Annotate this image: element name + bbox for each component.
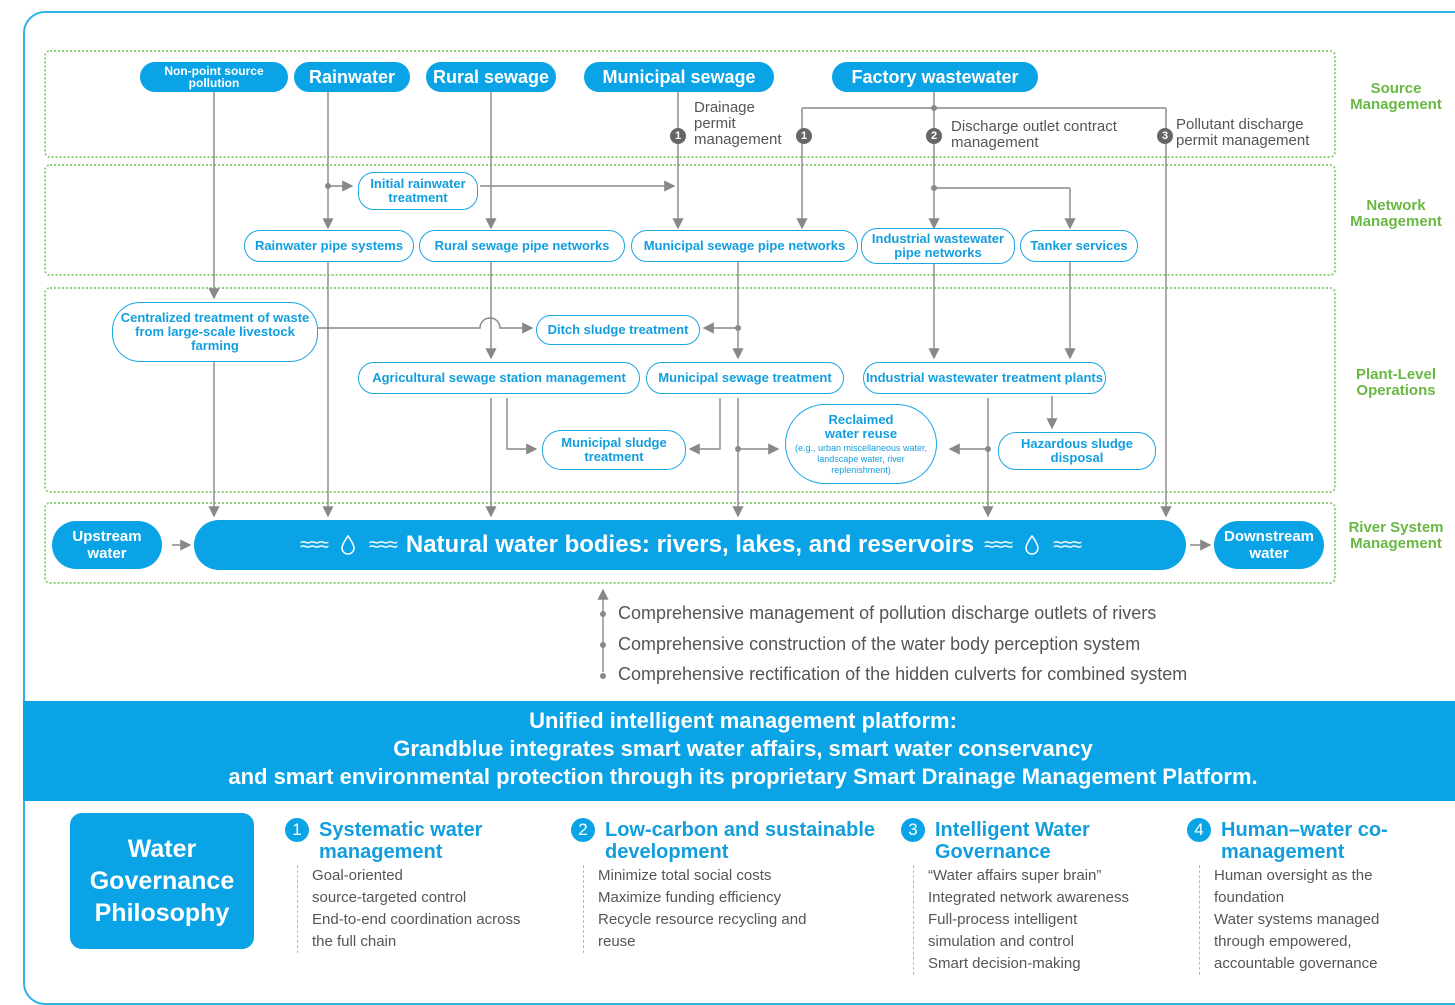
municipal-sewage-pipe-networks: Municipal sewage pipe networks [631, 230, 858, 262]
annotation-discharge-outlet: Discharge outlet contract management [951, 118, 1117, 151]
point: Human oversight as the [1214, 867, 1373, 884]
zone-label-source: Source Management [1350, 80, 1442, 113]
source-factory-wastewater: Factory wastewater [832, 62, 1038, 92]
industrial-wastewater-plants: Industrial wastewater treatment plants [863, 362, 1106, 394]
badge-1a: 1 [670, 128, 686, 144]
bullet-item: Comprehensive construction of the water … [618, 634, 1141, 654]
point: accountable governance [1214, 955, 1378, 972]
number-badge: 1 [285, 818, 309, 842]
platform-line-1: Unified intelligent management platform: [529, 708, 957, 733]
philosophy-title: Low-carbon and sustainable development [605, 819, 876, 863]
zone-source [44, 50, 1336, 158]
zone-river [44, 502, 1336, 584]
point: source-targeted control [312, 889, 467, 906]
water-governance-philosophy: Water Governance Philosophy [70, 813, 254, 949]
philosophy-points: “Water affairs super brain” Integrated n… [913, 865, 1129, 975]
natural-water-bodies: ≈≈≈ ≈≈≈ Natural water bodies: rivers, la… [194, 520, 1186, 570]
philosophy-title: Systematic water management [319, 819, 483, 863]
annotation-drainage-permit: Drainage permit management [694, 99, 782, 148]
point: Full-process intelligent [928, 911, 1078, 928]
hazardous-sludge-disposal: Hazardous sludge disposal [998, 432, 1156, 470]
point: Minimize total social costs [598, 867, 772, 884]
ditch-sludge-treatment: Ditch sludge treatment [536, 315, 700, 345]
municipal-sewage-treatment: Municipal sewage treatment [646, 362, 844, 394]
point: Integrated network awareness [928, 889, 1129, 906]
point: foundation [1214, 889, 1285, 906]
badge-3: 3 [1157, 128, 1173, 144]
number-badge: 4 [1187, 818, 1211, 842]
zone-label-network: Network Management [1350, 197, 1442, 230]
point: through empowered, [1214, 933, 1352, 950]
philosophy-points: Goal-oriented source-targeted control En… [297, 865, 520, 953]
rainwater-pipe-systems: Rainwater pipe systems [244, 230, 414, 262]
water-drop-icon [1025, 535, 1039, 555]
industrial-wastewater-pipe-networks: Industrial wastewater pipe networks [861, 228, 1015, 264]
zone-label-plant: Plant-Level Operations [1355, 366, 1437, 399]
municipal-sludge-treatment: Municipal sludge treatment [542, 430, 686, 470]
point: simulation and control [928, 933, 1074, 950]
livestock-waste-treatment: Centralized treatment of waste from larg… [112, 302, 318, 362]
source-municipal-sewage: Municipal sewage [584, 62, 774, 92]
reclaimed-water-reuse: Reclaimed water reuse (e.g., urban misce… [785, 404, 937, 484]
source-rainwater: Rainwater [294, 62, 410, 92]
point: Water systems managed [1214, 911, 1380, 928]
upstream-water: Upstream water [52, 521, 162, 569]
wave-icon: ≈≈≈ [299, 533, 329, 556]
river-title: Natural water bodies: rivers, lakes, and… [405, 531, 975, 558]
platform-line-3: and smart environmental protection throu… [228, 764, 1258, 789]
philosophy-points: Human oversight as the foundation Water … [1199, 865, 1379, 975]
reclaimed-title: Reclaimed water reuse [824, 411, 898, 441]
point: Smart decision-making [928, 955, 1081, 972]
source-nonpoint: Non-point source pollution [140, 62, 288, 92]
number-badge: 2 [571, 818, 595, 842]
initial-rainwater-treatment: Initial rainwater treatment [358, 172, 478, 210]
point: the full chain [312, 933, 397, 950]
bullet-item: Comprehensive rectification of the hidde… [618, 664, 1188, 684]
point: “Water affairs super brain” [928, 867, 1102, 884]
zone-plant [44, 287, 1336, 493]
point: reuse [598, 933, 636, 950]
point: Recycle resource recycling and [598, 911, 807, 928]
point: End-to-end coordination across [312, 911, 521, 928]
badge-1b: 1 [796, 128, 812, 144]
wave-icon: ≈≈≈ [368, 533, 398, 556]
zone-label-river: River System Management [1348, 519, 1444, 552]
wave-icon: ≈≈≈ [1053, 533, 1082, 556]
number-badge: 3 [901, 818, 925, 842]
platform-line-2: Grandblue integrates smart water affairs… [393, 736, 1093, 761]
philosophy-title: Human–water co-management [1221, 819, 1388, 863]
reclaimed-note: (e.g., urban miscellaneous water, landsc… [794, 442, 928, 475]
flow-connectors [172, 92, 1212, 679]
point: Goal-oriented [312, 867, 403, 884]
source-rural-sewage: Rural sewage [426, 62, 556, 92]
philosophy-points: Minimize total social costs Maximize fun… [583, 865, 806, 953]
water-drop-icon [341, 535, 355, 555]
downstream-water: Downstream water [1214, 521, 1324, 569]
bullet-item: Comprehensive management of pollution di… [618, 603, 1157, 623]
philosophy-title: Intelligent Water Governance [935, 819, 1090, 863]
tanker-services: Tanker services [1020, 230, 1138, 262]
rural-sewage-pipe-networks: Rural sewage pipe networks [419, 230, 625, 262]
annotation-pollutant-permit: Pollutant discharge permit management [1176, 116, 1310, 149]
point: Maximize funding efficiency [598, 889, 782, 906]
badge-2: 2 [926, 128, 942, 144]
wave-icon: ≈≈≈ [984, 533, 1013, 556]
agricultural-sewage-station: Agricultural sewage station management [358, 362, 640, 394]
platform-banner: Unified intelligent management platform:… [23, 701, 1455, 801]
zone-network [44, 164, 1336, 276]
